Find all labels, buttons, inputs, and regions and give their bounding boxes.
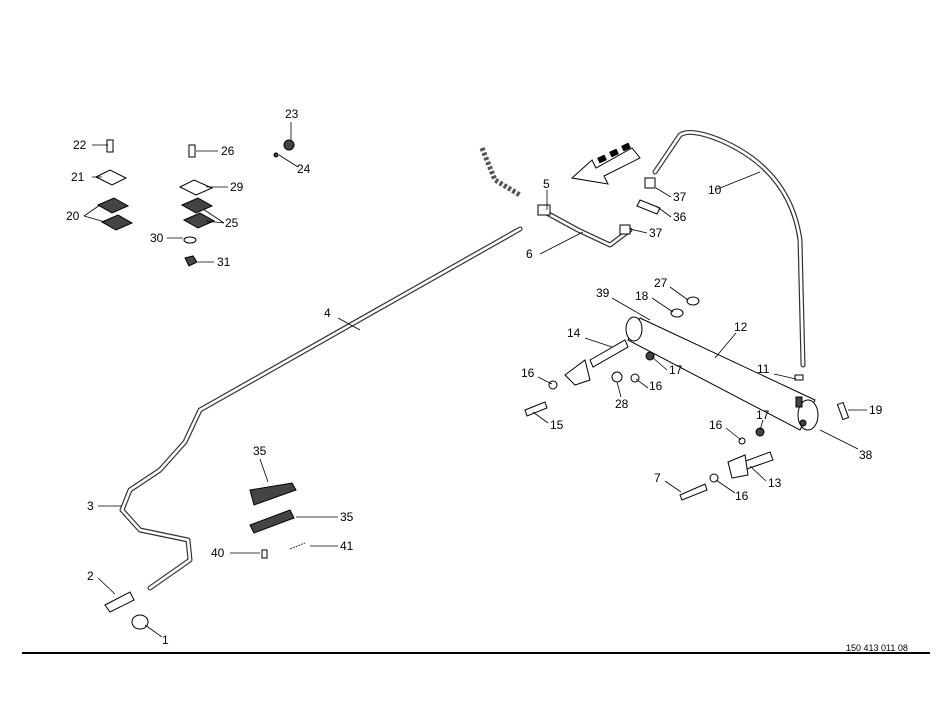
callout-4: 4 [324,306,331,320]
callout-29: 29 [230,180,244,194]
hose-dashed [479,147,522,198]
callout-7: 7 [654,471,661,485]
callout-37: 37 [673,190,687,204]
pipe-4 [119,226,523,591]
callout-25: 25 [225,216,239,230]
pipe-6 [542,209,633,248]
callout-20: 20 [66,209,80,223]
callout-23: 23 [285,107,299,121]
callout-36: 36 [673,210,687,224]
direction-arrow-icon [570,142,641,185]
callout-28: 28 [615,397,629,411]
callout-41: 41 [340,539,354,553]
callout-30: 30 [150,231,164,245]
pipe-10 [652,129,806,368]
callout-16: 16 [521,366,535,380]
small-parts [94,139,850,630]
callout-labels: 22 21 20 23 24 26 29 25 30 31 5 10 37 36… [66,107,883,647]
callout-10: 10 [708,183,722,197]
callout-17: 17 [756,408,770,422]
callout-12: 12 [734,320,748,334]
callout-35: 35 [253,444,267,458]
callout-11: 11 [757,362,770,376]
callout-5: 5 [543,177,550,191]
callout-24: 24 [297,162,311,176]
callout-37: 37 [649,226,663,240]
bolt-13 [727,451,774,479]
leader-lines [83,122,867,638]
callout-40: 40 [211,546,225,560]
cylinder-12 [625,316,819,431]
callout-18: 18 [635,289,649,303]
callout-13: 13 [768,476,782,490]
callout-35: 35 [340,510,354,524]
callout-16: 16 [735,489,749,503]
footer-rule [22,652,930,654]
callout-16: 16 [709,418,723,432]
callout-15: 15 [550,418,564,432]
callout-17: 17 [669,363,683,377]
callout-22: 22 [73,138,87,152]
bolt-14 [564,339,629,386]
callout-2: 2 [87,569,94,583]
callout-27: 27 [654,276,668,290]
callout-3: 3 [87,499,94,513]
callout-16: 16 [649,379,663,393]
callout-38: 38 [859,448,873,462]
callout-6: 6 [526,247,533,261]
callout-1: 1 [162,633,169,647]
callout-31: 31 [217,255,231,269]
callout-39: 39 [596,286,610,300]
callout-21: 21 [71,170,85,184]
document-number: 150 413 011 08 [846,643,908,653]
callout-26: 26 [221,144,235,158]
callout-14: 14 [567,326,581,340]
callout-19: 19 [869,403,883,417]
